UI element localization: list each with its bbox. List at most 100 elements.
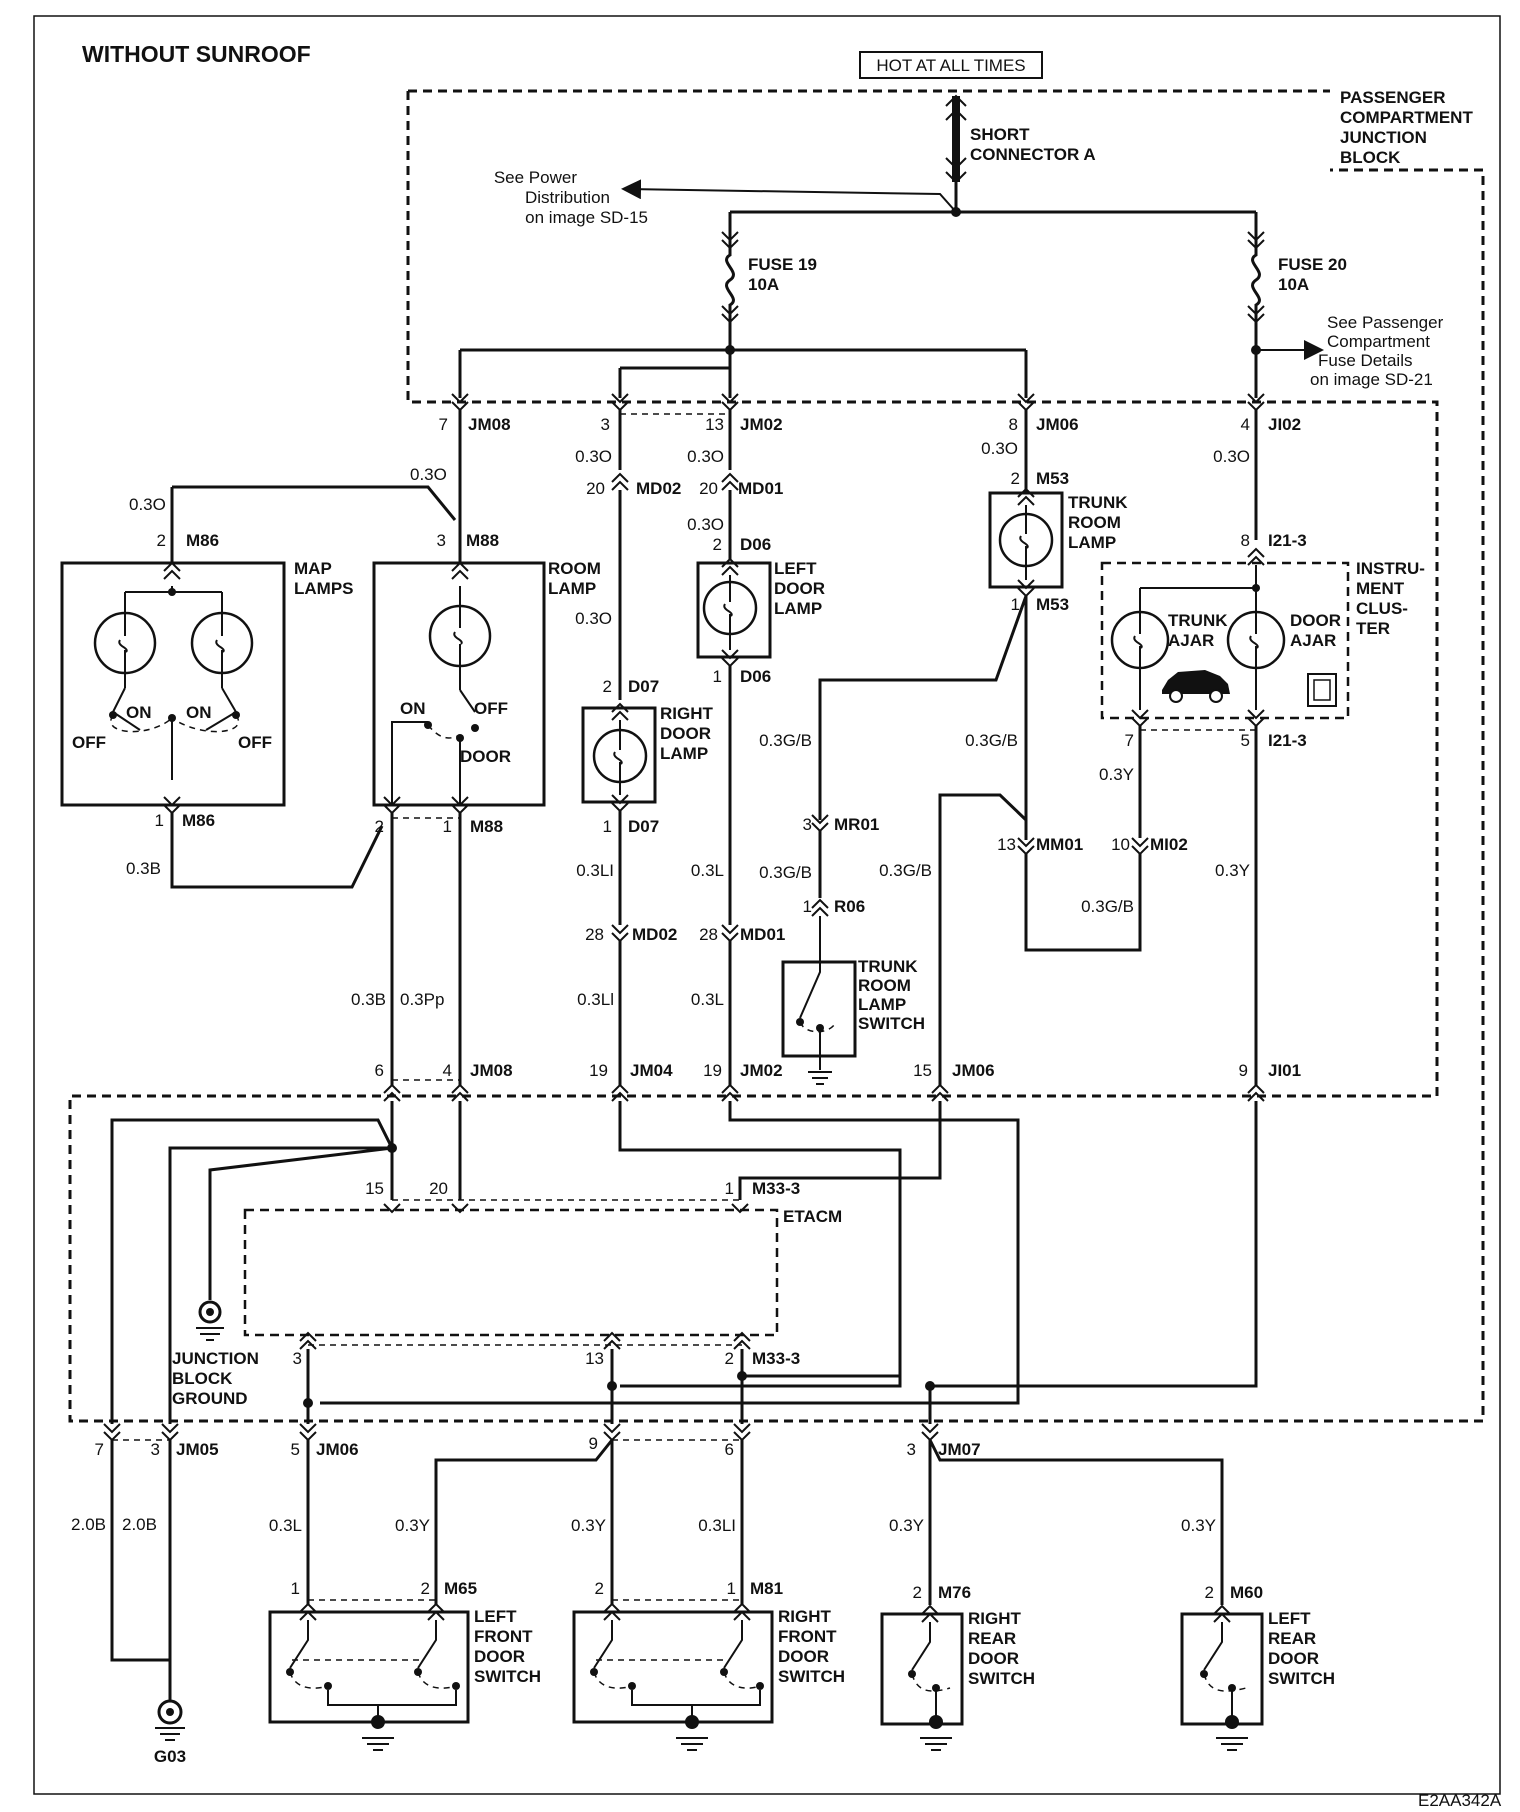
- wire-label: 2.0B: [71, 1515, 106, 1534]
- mm01-mi02-loop: [1024, 854, 1142, 952]
- fuse-19-terminals: [721, 231, 739, 324]
- map-lamp-filaments: [118, 613, 225, 688]
- cluster-lower-wires: [1138, 726, 1258, 1085]
- pin: 3: [803, 815, 812, 834]
- pin: 1: [727, 1579, 736, 1598]
- diagram-id: E2AA342A: [1418, 1791, 1502, 1810]
- svg-text:SHORT: SHORT: [970, 125, 1030, 144]
- svg-text:on image SD-21: on image SD-21: [1310, 370, 1433, 389]
- junction-block-label: PASSENGER COMPARTMENT JUNCTION BLOCK: [1340, 88, 1473, 167]
- d06-top-terminal: [721, 557, 739, 576]
- wire-label: 0.3Y: [889, 1516, 924, 1535]
- fuse-19-distribution: [458, 348, 1258, 398]
- wire-label: 0.3G/B: [965, 731, 1018, 750]
- left-rear-door-switch: [1180, 1604, 1264, 1751]
- connector-label: MM01: [1036, 835, 1083, 854]
- room-lamp-switch: [391, 689, 476, 805]
- pin: 2: [603, 677, 612, 696]
- svg-text:SWITCH: SWITCH: [778, 1667, 845, 1686]
- wire-label: 2.0B: [122, 1515, 157, 1534]
- wire-label: 0.3G/B: [759, 863, 812, 882]
- connector-label: M86: [186, 531, 219, 550]
- connector-label: M60: [1230, 1583, 1263, 1602]
- svg-text:SWITCH: SWITCH: [968, 1669, 1035, 1688]
- svg-text:DOOR: DOOR: [660, 724, 711, 743]
- pin: 2: [725, 1349, 734, 1368]
- svg-text:ROOM: ROOM: [858, 976, 911, 995]
- md-lower-wires: [618, 490, 732, 700]
- svg-text:RIGHT: RIGHT: [778, 1607, 832, 1626]
- pin: 19: [703, 1061, 722, 1080]
- car-door-icon: [1307, 673, 1337, 707]
- pin: 8: [1009, 415, 1018, 434]
- svg-text:SWITCH: SWITCH: [474, 1667, 541, 1686]
- pin: 20: [699, 479, 718, 498]
- svg-text:BLOCK: BLOCK: [1340, 148, 1401, 167]
- pin: 1: [443, 817, 452, 836]
- map-lamp-terminal: [163, 561, 181, 580]
- connector-label: JI01: [1268, 1061, 1301, 1080]
- etacm-label: ETACM: [783, 1207, 842, 1226]
- fuse-20-terminals: [1247, 231, 1265, 324]
- svg-text:LAMP: LAMP: [858, 995, 906, 1014]
- jm02-route: [320, 1101, 1020, 1405]
- connector-label: R06: [834, 897, 865, 916]
- svg-text:FRONT: FRONT: [778, 1627, 837, 1646]
- connector-label: JM08: [470, 1061, 513, 1080]
- pin: 5: [1241, 731, 1250, 750]
- svg-text:DOOR: DOOR: [1268, 1649, 1319, 1668]
- jm06-route: [738, 1101, 942, 1200]
- wire-label: 0.3O: [575, 609, 612, 628]
- svg-text:LAMP: LAMP: [660, 744, 708, 763]
- right-front-door-switch-label: RIGHT FRONT DOOR SWITCH: [778, 1607, 845, 1686]
- pin: 4: [443, 1061, 452, 1080]
- short-connector-label: SHORT CONNECTOR A: [970, 125, 1096, 164]
- switch-off-label: OFF: [72, 733, 106, 752]
- left-front-door-switch-label: LEFT FRONT DOOR SWITCH: [474, 1607, 541, 1686]
- connector-label: MR01: [834, 815, 879, 834]
- svg-text:REAR: REAR: [968, 1629, 1016, 1648]
- svg-text:AJAR: AJAR: [1290, 631, 1336, 650]
- svg-text:10A: 10A: [748, 275, 779, 294]
- switch-on-label: ON: [400, 699, 426, 718]
- svg-text:See Power: See Power: [494, 168, 577, 187]
- left-door-lamp-filament: [723, 575, 733, 650]
- connector-label: M33-3: [752, 1349, 800, 1368]
- trunk-ajar-label: TRUNK AJAR: [1168, 611, 1228, 650]
- wire-label: 0.3B: [126, 859, 161, 878]
- svg-text:TRUNK: TRUNK: [858, 957, 918, 976]
- switch-off-label: OFF: [238, 733, 272, 752]
- connector-label: I21-3: [1268, 731, 1307, 750]
- fuse-19: [725, 226, 735, 350]
- pin: 2: [595, 1579, 604, 1598]
- svg-text:Fuse Details: Fuse Details: [1318, 351, 1412, 370]
- power-ref-label: See Power Distribution on image SD-15: [494, 168, 648, 227]
- svg-text:DOOR: DOOR: [774, 579, 825, 598]
- pin: 15: [913, 1061, 932, 1080]
- svg-text:LAMP: LAMP: [1068, 533, 1116, 552]
- svg-text:RIGHT: RIGHT: [968, 1609, 1022, 1628]
- wire-label: 0.3Y: [395, 1516, 430, 1535]
- junction-block-ground-label: JUNCTION BLOCK GROUND: [172, 1349, 259, 1408]
- map-lamp-feed: [170, 485, 457, 563]
- connector-label: M33-3: [752, 1179, 800, 1198]
- i21-3-top-terminal: [1247, 547, 1265, 566]
- connector-label: D07: [628, 817, 659, 836]
- short-connector-arrows: [945, 94, 967, 184]
- connector-label: M88: [466, 531, 499, 550]
- svg-text:LEFT: LEFT: [1268, 1609, 1311, 1628]
- trunk-switch-contacts: [799, 916, 832, 1085]
- pin: 6: [725, 1440, 734, 1459]
- pin: 20: [586, 479, 605, 498]
- pin: 7: [95, 1440, 104, 1459]
- svg-text:GROUND: GROUND: [172, 1389, 248, 1408]
- right-rear-door-switch: [880, 1604, 964, 1751]
- connector-label: MD01: [740, 925, 785, 944]
- svg-text:See Passenger: See Passenger: [1327, 313, 1444, 332]
- svg-text:INSTRU-: INSTRU-: [1356, 559, 1425, 578]
- hot-label: HOT AT ALL TIMES: [876, 56, 1025, 75]
- svg-text:Compartment: Compartment: [1327, 332, 1430, 351]
- wire-label: 0.3LI: [576, 861, 614, 880]
- switch-off-label: OFF: [474, 699, 508, 718]
- junction-block-ground-lines: [196, 1327, 224, 1341]
